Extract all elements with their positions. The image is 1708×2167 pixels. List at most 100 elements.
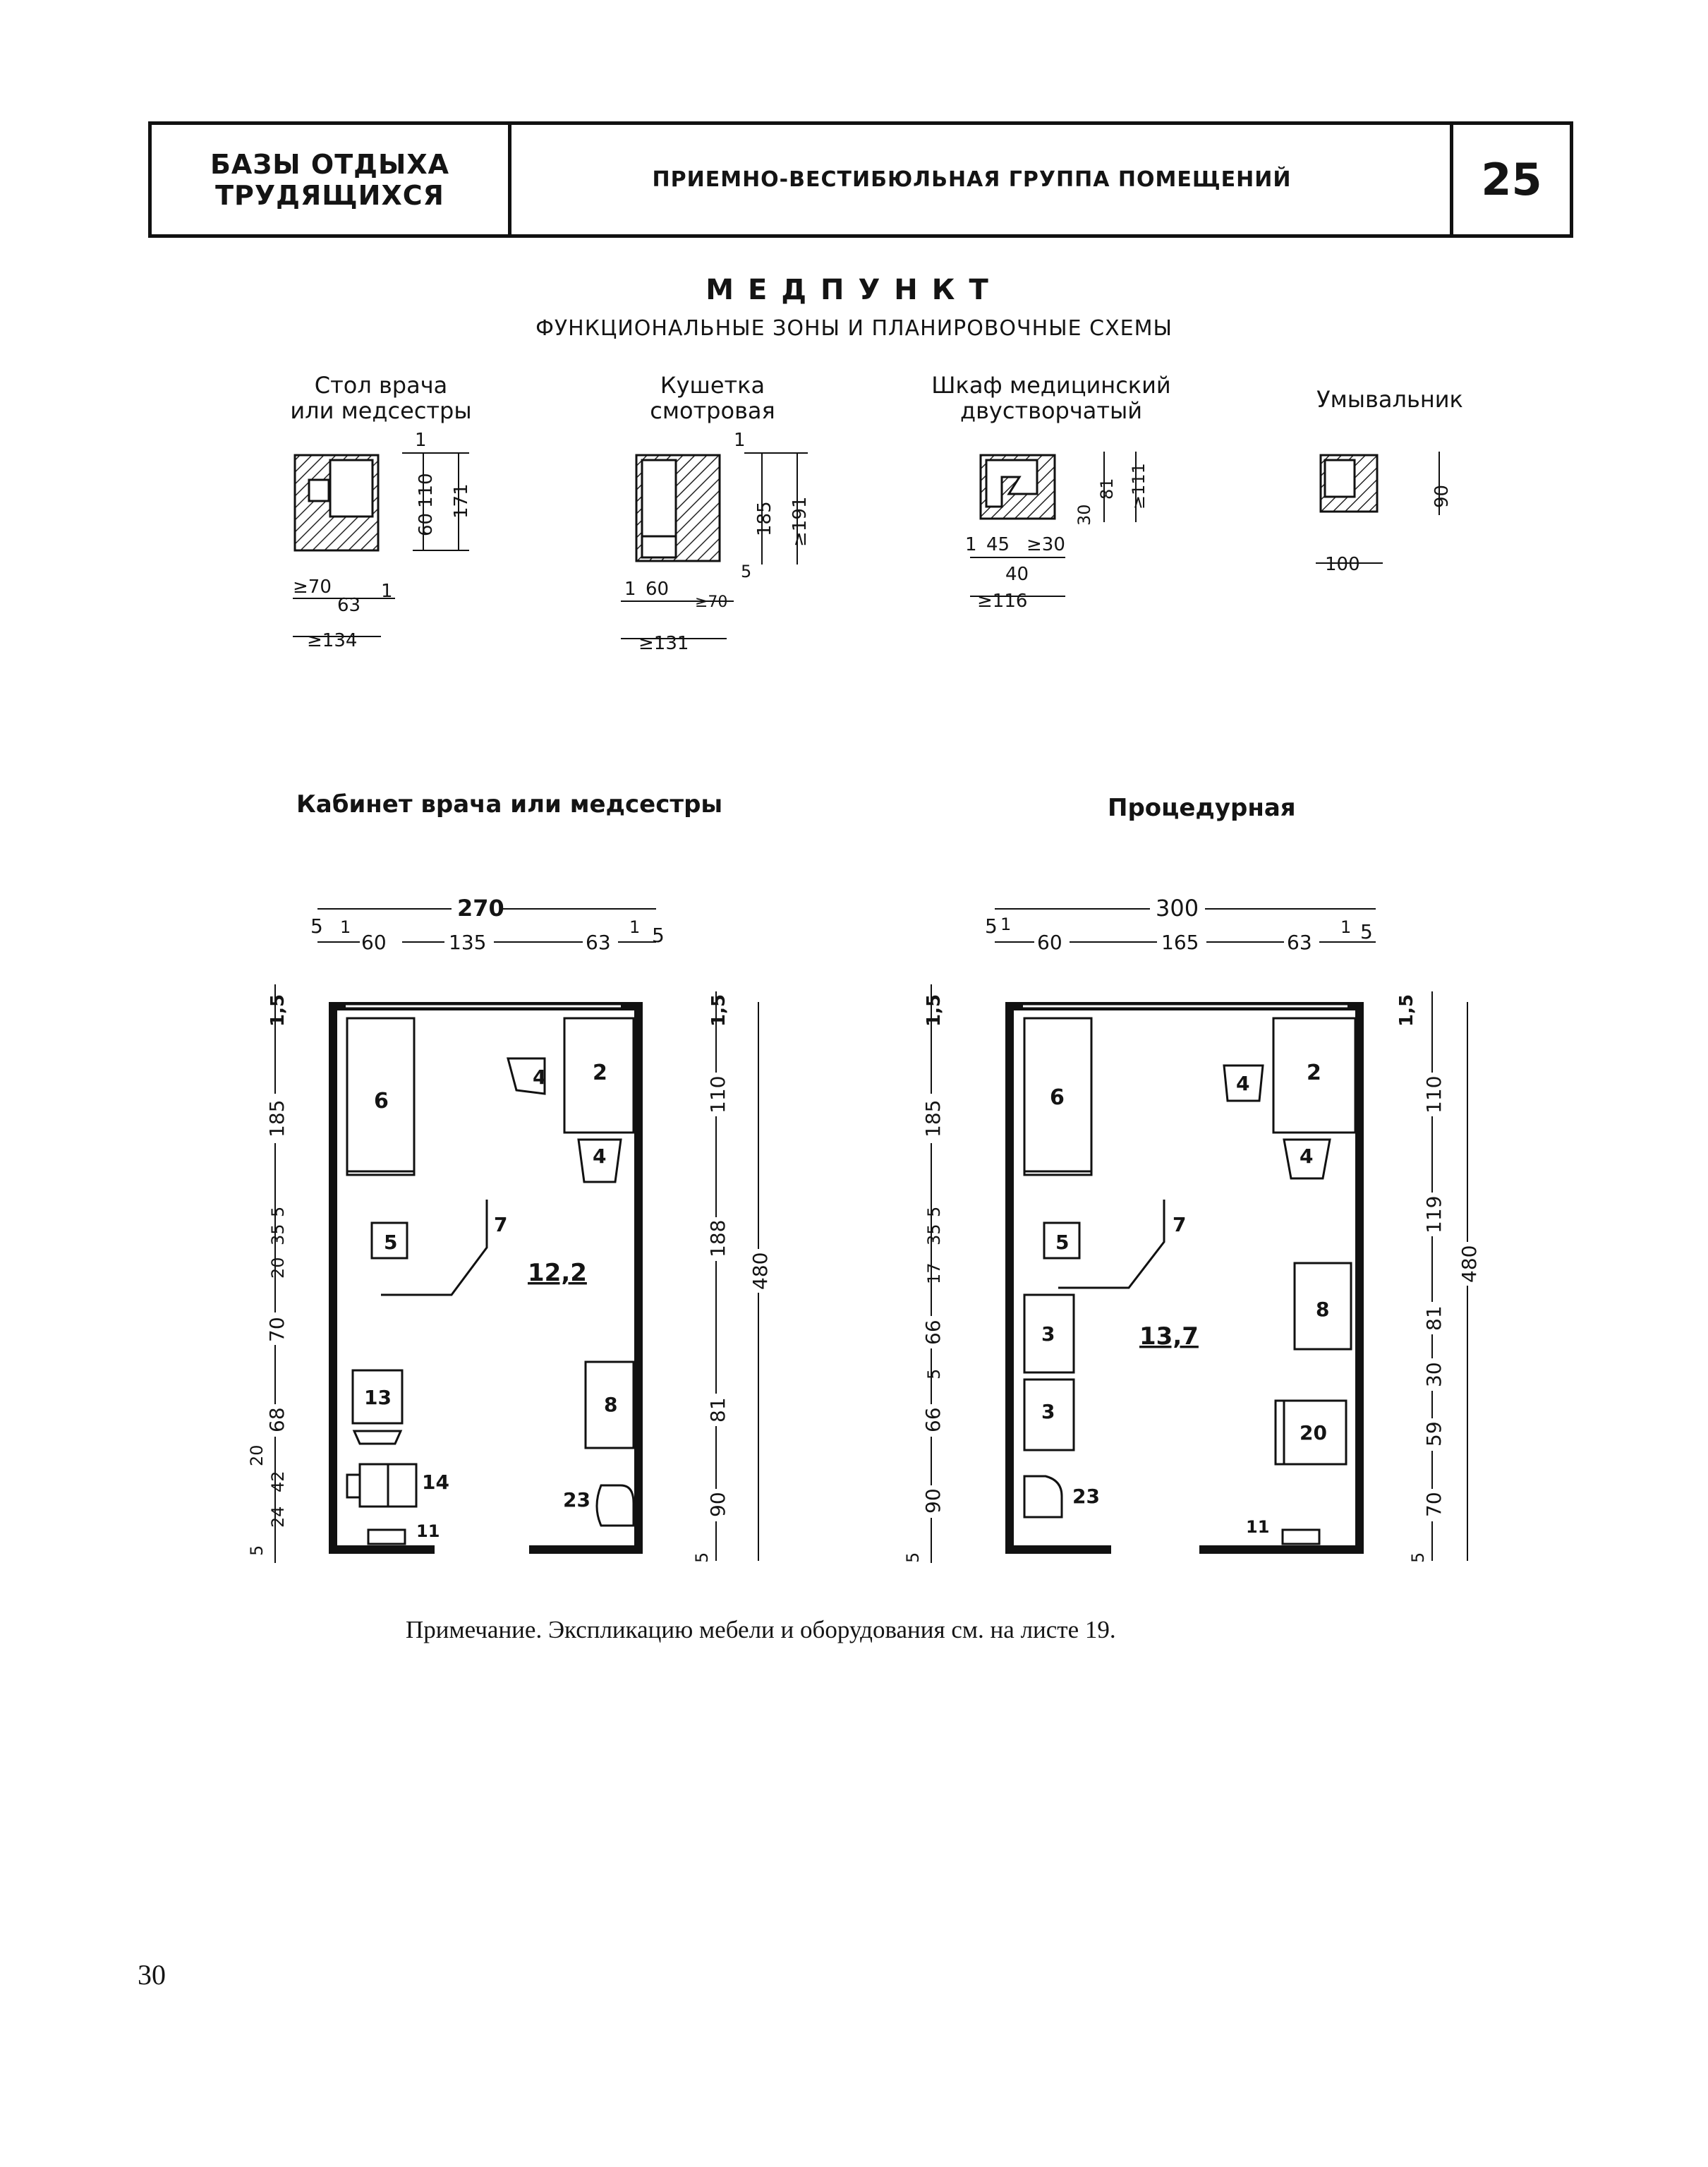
office-radiator [367, 1528, 406, 1545]
procedure-left-dim-185: 185 [921, 1100, 945, 1137]
office-cabinet [351, 1369, 404, 1425]
office-item-6: 6 [374, 1089, 389, 1113]
procedure-item-6: 6 [1050, 1085, 1065, 1110]
procedure-right-dim-59: 59 [1422, 1421, 1446, 1447]
office-item-7: 7 [494, 1213, 507, 1236]
office-left-dim-5: 5 [268, 1207, 288, 1217]
desk-dim-60: 60 [416, 513, 437, 536]
procedure-washbasin [1023, 1475, 1063, 1519]
procedure-couch [1023, 1017, 1093, 1176]
procedure-dim-total: 300 [1156, 895, 1199, 922]
couch-dim-60: 60 [646, 579, 669, 600]
couch-dim-185: 185 [754, 501, 775, 536]
washbasin-icon [1324, 459, 1356, 498]
office-left-dim-20: 20 [268, 1257, 288, 1279]
header-group-title: ПРИЕМНО-ВЕСТИБЮЛЬНАЯ ГРУППА ПОМЕЩЕНИЙ [511, 125, 1432, 234]
sheet-header: БАЗЫ ОТДЫХА ТРУДЯЩИХСЯ ПРИЕМНО-ВЕСТИБЮЛЬ… [148, 121, 1573, 238]
office-item-5: 5 [384, 1231, 397, 1254]
office-wall-bottom-left [329, 1545, 435, 1554]
office-dim-seg1: 60 [361, 931, 387, 954]
office-left-dim-185: 185 [265, 1100, 289, 1137]
office-dim-left-inner: 1 [340, 917, 351, 937]
office-left-dim-24: 24 [268, 1506, 288, 1528]
procedure-right-dim-1-5: 1,5 [1396, 994, 1417, 1027]
cabinet-dim-40: 40 [1005, 564, 1029, 585]
cabinet-dim-116: ≥116 [977, 591, 1027, 612]
procedure-stool [1043, 1221, 1081, 1260]
office-item-23: 23 [563, 1488, 590, 1511]
scheme-label-couch: Кушетка смотровая [600, 373, 825, 423]
procedure-left-dim-66b: 66 [921, 1407, 945, 1432]
procedure-left-dim-5: 5 [924, 1207, 944, 1217]
procedure-left-dim-90: 90 [921, 1488, 945, 1514]
procedure-item-5: 5 [1055, 1231, 1069, 1254]
desk-icon [329, 459, 374, 518]
scheme-label-washbasin-line1: Умывальник [1316, 386, 1463, 413]
procedure-item-4b: 4 [1300, 1145, 1313, 1168]
plan-label-office: Кабинет врача или медсестры [296, 790, 723, 819]
office-right-dim-5: 5 [692, 1552, 712, 1563]
couch-dim-131: ≥131 [638, 633, 689, 654]
page-title: МЕДПУНКТ [705, 274, 1003, 306]
procedure-item-11: 11 [1246, 1517, 1269, 1537]
procedure-table [1293, 1262, 1352, 1351]
procedure-wall-right [1355, 1002, 1364, 1554]
procedure-item-2: 2 [1307, 1061, 1321, 1085]
procedure-item-23: 23 [1072, 1485, 1100, 1508]
scheme-couch-drawing: 1 185 ≥191 5 1 60 ≥70 ≥131 [621, 430, 811, 654]
office-couch [346, 1017, 416, 1176]
desk-dim-70: ≥70 [293, 577, 332, 598]
office-left-dim-20b: 20 [247, 1444, 267, 1466]
procedure-right-dim-5: 5 [1408, 1552, 1428, 1563]
office-washbasin [595, 1484, 635, 1527]
page-number: 30 [138, 1959, 166, 1991]
office-dim-right-inner: 1 [629, 917, 640, 937]
office-dim-right-outer: 5 [652, 924, 665, 947]
desk-dim-171: 171 [451, 483, 472, 519]
procedure-item-7: 7 [1173, 1213, 1186, 1236]
procedure-dim-seg2: 165 [1161, 931, 1199, 954]
procedure-dim-left-outer: 5 [985, 915, 998, 938]
procedure-item-20: 20 [1300, 1421, 1327, 1444]
office-item-2: 2 [593, 1061, 607, 1085]
office-item-4a: 4 [533, 1066, 546, 1089]
procedure-dim-right-outer: 5 [1360, 920, 1373, 943]
scheme-label-washbasin: Умывальник [1291, 387, 1489, 412]
page-subtitle: ФУНКЦИОНАЛЬНЫЕ ЗОНЫ И ПЛАНИРОВОЧНЫЕ СХЕМ… [535, 316, 1173, 341]
procedure-chair-2 [1283, 1138, 1331, 1180]
procedure-sterilizer [1274, 1399, 1347, 1466]
procedure-left-dim-66: 66 [921, 1320, 945, 1345]
cabinet-dim-30b: ≥30 [1026, 534, 1065, 555]
washbasin-dim-100: 100 [1325, 554, 1360, 575]
desk-dim-63: 63 [337, 595, 361, 616]
procedure-desk [1272, 1017, 1357, 1134]
procedure-wall-bottom-right [1199, 1545, 1364, 1554]
couch-icon [641, 459, 677, 559]
office-item-8: 8 [604, 1393, 617, 1416]
procedure-left-dim-1-5: 1,5 [923, 994, 945, 1027]
office-table [584, 1360, 635, 1449]
office-dim-total: 270 [457, 895, 504, 922]
scheme-label-couch-line1: Кушетка [660, 372, 765, 399]
header-left-line1: БАЗЫ ОТДЫХА [210, 148, 450, 180]
plan-procedure: 300 5 1 60 165 63 1 5 1,5 185 5 35 17 66… [903, 895, 1481, 1563]
cabinet-dim-30: 30 [1074, 504, 1094, 526]
desk-dim-1: 1 [415, 430, 427, 451]
scheme-cabinet-drawing: 30 81 ≥111 1 45 ≥30 40 ≥116 [965, 452, 1149, 612]
office-left-dim-1-5: 1,5 [267, 994, 289, 1027]
desk-dim-110: 110 [416, 473, 437, 508]
scheme-label-cabinet-line1: Шкаф медицинский [931, 372, 1171, 399]
procedure-left-dim-35: 35 [924, 1224, 944, 1245]
scheme-label-cabinet-line2: двустворчатый [959, 397, 1143, 424]
scheme-label-cabinet: Шкаф медицинский двустворчатый [917, 373, 1185, 423]
procedure-right-dim-81: 81 [1422, 1305, 1446, 1331]
scheme-label-desk: Стол врача или медсестры [254, 373, 508, 423]
office-dim-seg3: 63 [586, 931, 611, 954]
office-item-13: 13 [364, 1386, 392, 1409]
cabinet-dim-111: ≥111 [1129, 463, 1149, 509]
office-dim-left-outer: 5 [310, 915, 323, 938]
office-desk [563, 1017, 635, 1134]
procedure-chair-1 [1223, 1064, 1264, 1102]
